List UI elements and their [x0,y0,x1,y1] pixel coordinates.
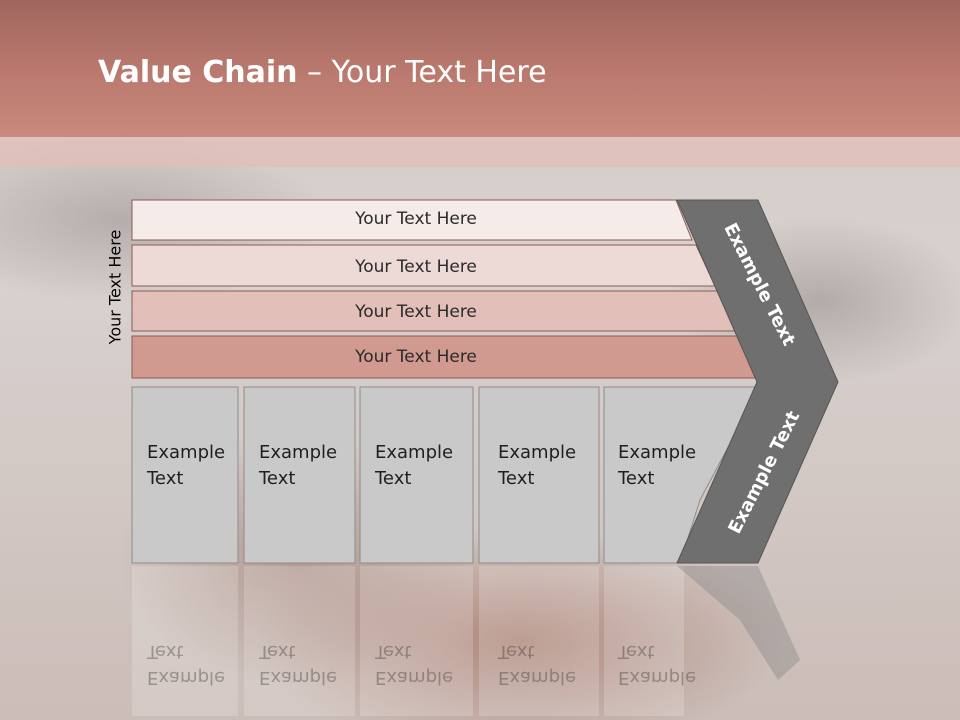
column-box-3 [359,386,474,564]
reflection [132,566,684,716]
column-text-line1: Example [147,442,226,463]
column-box-2 [243,386,356,564]
column-text-line1: Example [375,442,454,463]
column-text-line1: Example [618,442,697,463]
title-rest: – Your Text Here [297,55,547,90]
reflection-line2: Text [375,641,412,662]
reflection-line2: Text [618,641,655,662]
column-text-line2: Text [147,468,184,489]
reflection-line2: Text [147,641,184,662]
column-text-3: Example Text [375,440,453,492]
column-text-line2: Text [375,468,412,489]
column-text-reflection-3: Example Text [375,638,453,690]
column-text-reflection-5: Example Text [618,638,696,690]
title-bar-strip [0,137,960,167]
column-box-4 [478,386,600,564]
column-box-5 [603,386,761,564]
column-text-line1: Example [259,442,338,463]
row-label-3: Your Text Here [355,302,477,322]
title-bar [0,0,960,137]
column-text-reflection-1: Example Text [147,638,225,690]
reflection-line1: Example [498,667,577,688]
column-text-line2: Text [498,468,535,489]
reflection-line2: Text [259,641,296,662]
column-text-line1: Example [498,442,577,463]
column-text-line2: Text [259,468,296,489]
column-text-line2: Text [618,468,655,489]
slide-title: Value Chain – Your Text Here [98,55,547,90]
row-label-1: Your Text Here [355,209,477,229]
column-text-reflection-4: Example Text [498,638,576,690]
reflection-line1: Example [259,667,338,688]
column-text-reflection-2: Example Text [259,638,337,690]
column-text-2: Example Text [259,440,337,492]
reflection-line2: Text [498,641,535,662]
reflection-line1: Example [375,667,454,688]
row-bar-1 [131,199,693,241]
column-text-1: Example Text [147,440,225,492]
reflection-line1: Example [618,667,697,688]
row-label-2: Your Text Here [355,257,477,277]
column-text-5: Example Text [618,440,696,492]
column-box-1 [131,386,239,564]
chevron-reflection [677,566,800,680]
reflection-line1: Example [147,667,226,688]
title-bold: Value Chain [98,55,298,90]
row-label-4: Your Text Here [355,347,477,367]
column-text-4: Example Text [498,440,576,492]
chevron-arrow [676,199,839,564]
